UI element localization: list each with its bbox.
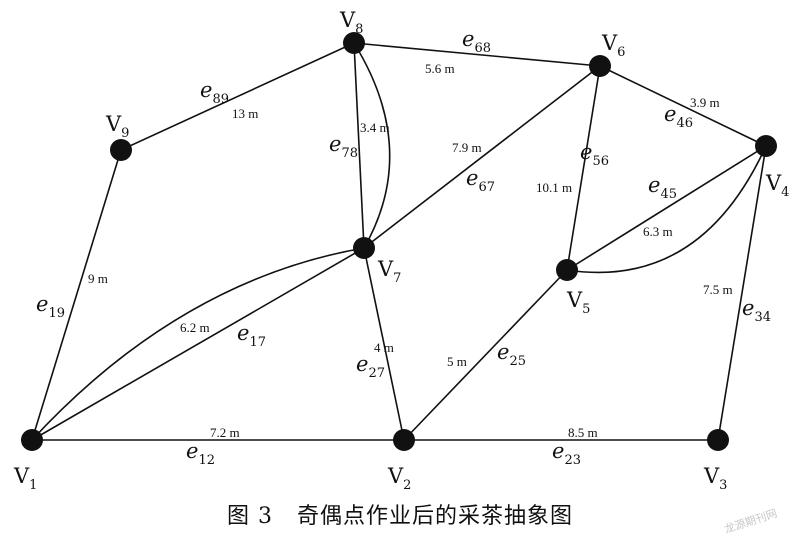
- edge-length-e23: 8.5 m: [568, 425, 598, 440]
- edge-e25: [403, 269, 568, 441]
- edge-label-e25: e25: [497, 340, 526, 369]
- edge-e67: [363, 65, 601, 249]
- duplicated-edge-V4-V5: [566, 145, 767, 274]
- edge-length-e45: 6.3 m: [643, 224, 673, 239]
- edge-label-e19: e19: [36, 292, 65, 321]
- figure-caption: 图 3 奇偶点作业后的采茶抽象图: [0, 498, 800, 530]
- edge-label-e68: e68: [462, 27, 491, 56]
- vertex-V4: [755, 135, 777, 157]
- vertex-V5: [556, 259, 578, 281]
- edge-e89: [120, 42, 355, 151]
- vertex-V3: [707, 429, 729, 451]
- edge-e34: [717, 145, 767, 441]
- nodes-layer: [21, 32, 777, 451]
- edge-label-e34: e34: [742, 296, 771, 325]
- figure-number: 图 3: [226, 504, 273, 529]
- vertex-V8: [343, 32, 365, 54]
- vertex-V6: [589, 55, 611, 77]
- edge-length-e56: 10.1 m: [536, 180, 572, 195]
- edge-e46: [599, 65, 767, 147]
- vertex-label-V9: V9: [105, 112, 129, 141]
- edge-e56: [566, 65, 601, 271]
- vertex-label-V1: V1: [13, 464, 37, 493]
- vertex-V7: [353, 237, 375, 259]
- vertex-label-V7: V7: [377, 257, 401, 286]
- vertex-V9: [110, 139, 132, 161]
- edge-e68: [353, 42, 601, 67]
- edge-label-e17: e17: [237, 321, 266, 350]
- vertex-V2: [393, 429, 415, 451]
- edge-length-e34: 7.5 m: [703, 282, 733, 297]
- edge-e45: [566, 145, 767, 271]
- duplicated-edge-V1-V7: [31, 247, 365, 441]
- edge-e19: [31, 149, 122, 441]
- edge-length-e89: 13 m: [232, 106, 258, 121]
- edge-length-e19: 9 m: [88, 271, 108, 286]
- edge-e17: [31, 247, 365, 441]
- edge-label-e78: e78: [329, 132, 358, 161]
- edge-length-e78: 3.4 m: [360, 120, 390, 135]
- edge-e27: [363, 247, 405, 441]
- edge-label-e89: e89: [200, 78, 229, 107]
- figure-title: 奇偶点作业后的采茶抽象图: [296, 504, 573, 529]
- edge-label-e23: e23: [552, 439, 581, 468]
- vertex-label-V6: V6: [601, 31, 625, 60]
- edge-length-e17: 6.2 m: [180, 320, 210, 335]
- edge-e78: [353, 42, 365, 249]
- vertex-label-V3: V3: [703, 464, 727, 493]
- vertex-label-V5: V5: [566, 288, 590, 317]
- edge-label-e27: e27: [356, 352, 385, 381]
- edge-label-e67: e67: [466, 166, 495, 195]
- edge-length-e67: 7.9 m: [452, 140, 482, 155]
- edge-length-e12: 7.2 m: [210, 425, 240, 440]
- vertex-label-V2: V2: [387, 464, 411, 493]
- edge-label-e46: e46: [664, 102, 693, 131]
- edge-length-e68: 5.6 m: [425, 61, 455, 76]
- edge-label-e45: e45: [648, 173, 677, 202]
- edge-length-e46: 3.9 m: [690, 95, 720, 110]
- duplicated-edge-V7-V8: [353, 42, 391, 249]
- edge-length-e25: 5 m: [447, 354, 467, 369]
- edge-length-e27: 4 m: [374, 340, 394, 355]
- edges-layer: [31, 42, 767, 441]
- vertex-label-V4: V4: [765, 171, 789, 200]
- edge-label-e12: e12: [186, 439, 215, 468]
- vertex-V1: [21, 429, 43, 451]
